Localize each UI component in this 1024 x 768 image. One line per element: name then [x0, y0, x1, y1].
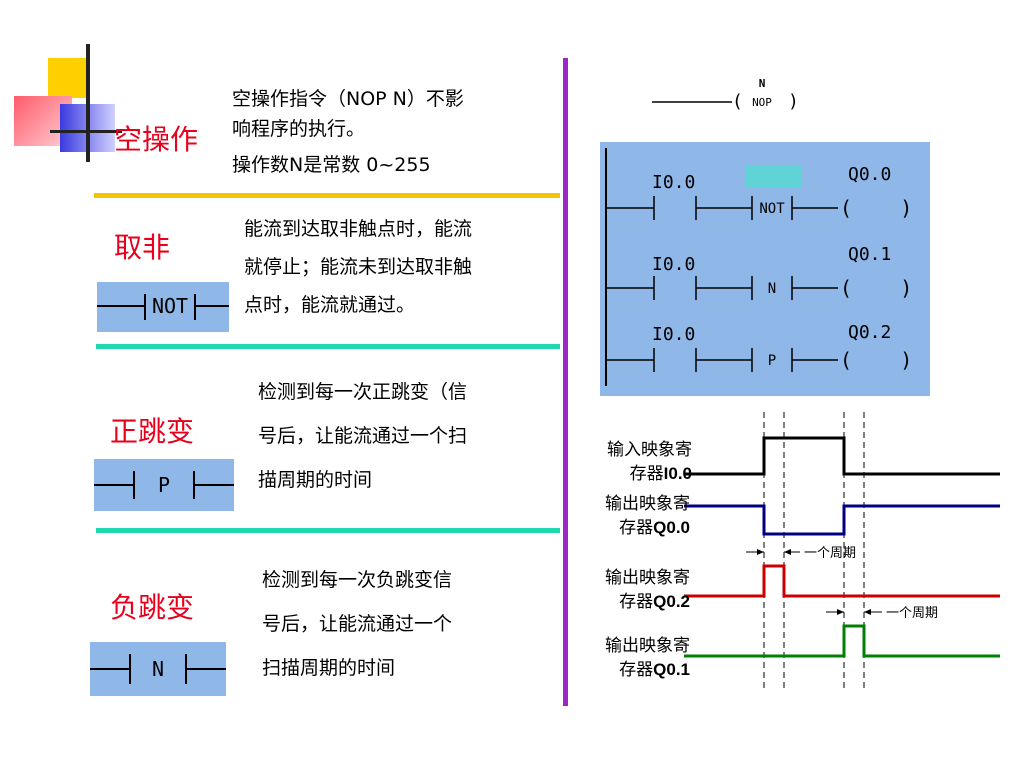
rung-1-contact: I0.0: [652, 172, 695, 193]
nop-coil-n: N: [759, 77, 766, 90]
ladder-rung-3: I0.0 P Q0.2 ( ): [606, 322, 912, 372]
neg-desc-line-1: 检测到每一次负跳变信: [262, 569, 453, 591]
divider-yellow: [94, 193, 560, 198]
not-contact-symbol: NOT: [97, 294, 229, 320]
nop-coil-symbol: ( ) N NOP: [652, 77, 799, 112]
pos-desc-line-3: 描周期的时间: [258, 469, 373, 491]
signal-label-q0-2: 输出映象寄 存器Q0.2: [605, 568, 690, 612]
neg-contact-symbol: N: [90, 654, 226, 684]
neg-description: 检测到每一次负跳变信 号后，让能流通过一个 扫描周期的时间: [262, 558, 552, 690]
neg-title: 负跳变: [110, 591, 195, 624]
svg-text:): ): [788, 91, 799, 112]
pos-desc-line-2: 号后，让能流通过一个扫: [258, 425, 468, 447]
decor-horizontal-line: [50, 130, 122, 133]
period-label-2: 一个周期: [886, 606, 938, 621]
rung-2-coil: ( ): [840, 276, 912, 300]
pos-title: 正跳变: [110, 415, 195, 448]
not-desc-line-3: 点时，能流就通过。: [244, 294, 416, 316]
signal-q0-2-waveform: [684, 564, 1000, 598]
neg-desc-line-3: 扫描周期的时间: [262, 657, 396, 679]
rung-2-contact: I0.0: [652, 254, 695, 275]
signal-i0-0-waveform: [684, 436, 1000, 476]
svg-text:(: (: [732, 91, 743, 112]
period-marker-1: 一个周期: [746, 546, 856, 561]
pos-desc-line-1: 检测到每一次正跳变（信: [258, 381, 468, 403]
not-desc-line-1: 能流到达取非触点时，能流: [244, 218, 473, 240]
nop-desc-line-2: 响程序的执行。: [232, 118, 366, 140]
rung-3-contact: I0.0: [652, 324, 695, 345]
ladder-rung-1: I0.0 NOT Q0.0 ( ): [606, 164, 912, 220]
rung-1-coil: ( ): [840, 196, 912, 220]
signal-q0-1-waveform: [684, 624, 1000, 658]
signal-label-q0-0: 输出映象寄 存器Q0.0: [605, 494, 690, 538]
rung-3-box: P: [768, 353, 776, 369]
rung-2-coil-label: Q0.1: [848, 244, 891, 265]
decor-vertical-line: [86, 44, 90, 162]
period-marker-2: 一个周期: [826, 606, 938, 621]
divider-teal-2: [96, 528, 560, 533]
rung-3-coil: ( ): [840, 348, 912, 372]
signal-q0-0-waveform: [684, 504, 1000, 536]
signal-label-q0-1: 输出映象寄 存器Q0.1: [605, 636, 690, 680]
not-title: 取非: [114, 231, 171, 264]
nop-desc-line-3: 操作数N是常数 0~255: [232, 154, 431, 176]
nop-desc-line-1: 空操作指令（NOP N）不影: [232, 88, 464, 110]
neg-desc-line-2: 号后，让能流通过一个: [262, 613, 453, 635]
nop-title: 空操作: [114, 123, 199, 156]
signal-label-i0-0: 输入映象寄 存器I0.0: [607, 440, 692, 484]
pos-contact-symbol: P: [94, 471, 234, 499]
rung-2-box: N: [768, 281, 776, 297]
ladder-panel: I0.0 NOT Q0.0 ( ) I0.0 N Q0.1 ( ): [600, 142, 930, 396]
ladder-highlight: [746, 166, 802, 188]
nop-coil-label: NOP: [752, 96, 772, 109]
period-label-1: 一个周期: [804, 546, 856, 561]
ladder-rung-2: I0.0 N Q0.1 ( ): [606, 244, 912, 300]
not-desc-line-2: 就停止；能流未到达取非触: [244, 256, 473, 278]
decor-yellow-square: [48, 58, 88, 98]
ladder-diagram: I0.0 NOT Q0.0 ( ) I0.0 N Q0.1 ( ): [605, 148, 912, 386]
decor-logo: [12, 40, 122, 162]
vertical-separator: [563, 58, 568, 706]
rung-3-coil-label: Q0.2: [848, 322, 891, 343]
not-description: 能流到达取非触点时，能流 就停止；能流未到达取非触 点时，能流就通过。: [244, 210, 564, 324]
pos-symbol-text: P: [158, 473, 170, 497]
rung-1-coil-label: Q0.0: [848, 164, 891, 185]
timing-diagram: 一个周期 一个周期: [684, 412, 1000, 690]
neg-symbol-text: N: [152, 657, 164, 681]
pos-symbol-chip: P: [94, 459, 234, 511]
not-symbol-text: NOT: [152, 294, 188, 318]
neg-symbol-chip: N: [90, 642, 226, 696]
not-symbol-chip: NOT: [97, 282, 229, 332]
nop-description: 空操作指令（NOP N）不影 响程序的执行。 操作数N是常数 0~255: [232, 84, 562, 180]
pos-description: 检测到每一次正跳变（信 号后，让能流通过一个扫 描周期的时间: [258, 370, 558, 502]
divider-teal-1: [96, 344, 560, 349]
rung-1-box: NOT: [759, 201, 785, 217]
